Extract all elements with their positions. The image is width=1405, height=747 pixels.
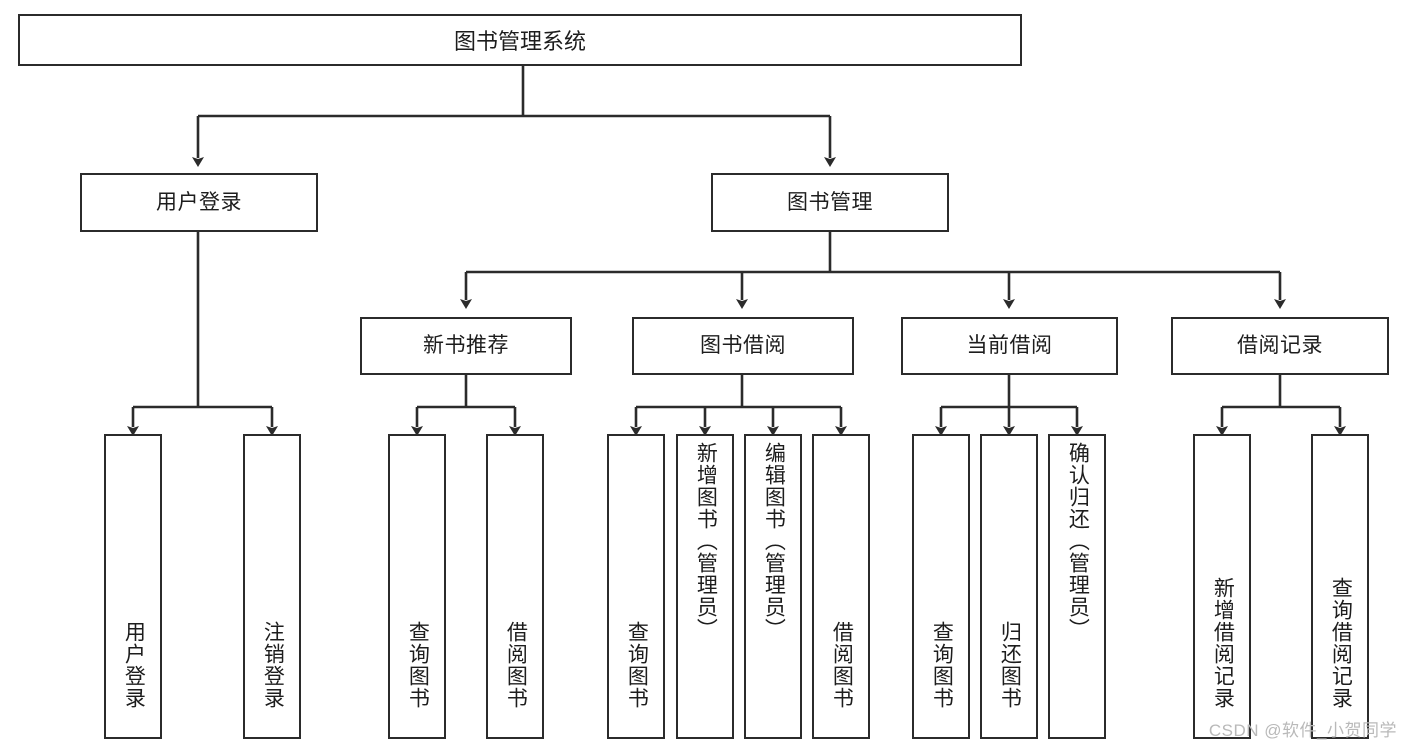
leaf-book-borrow-query[interactable]: 查询图书 <box>607 434 665 739</box>
node-new-book-recommend[interactable]: 新书推荐 <box>360 317 572 375</box>
leaf-label: 查询借阅记录 <box>1329 577 1353 709</box>
leaf-user-login-logout[interactable]: 注销登录 <box>243 434 301 739</box>
node-root-system[interactable]: 图书管理系统 <box>18 14 1022 66</box>
node-current-borrow[interactable]: 当前借阅 <box>901 317 1118 375</box>
watermark: CSDN @软件_小贺同学 <box>1208 721 1397 740</box>
leaf-label: 注销登录 <box>261 621 285 709</box>
leaf-label: 查询图书 <box>406 621 430 709</box>
leaf-label: 借阅图书 <box>504 621 528 709</box>
node-borrow-record[interactable]: 借阅记录 <box>1171 317 1389 375</box>
leaf-label: 用户登录 <box>122 621 146 709</box>
leaf-current-borrow-confirm[interactable]: 确认归还（管理员） <box>1048 434 1106 739</box>
leaf-borrow-record-add[interactable]: 新增借阅记录 <box>1193 434 1251 739</box>
leaf-label: 编辑图书（管理员） <box>762 442 786 640</box>
leaf-label: 查询图书 <box>625 621 649 709</box>
leaf-user-login-login[interactable]: 用户登录 <box>104 434 162 739</box>
leaf-current-borrow-return[interactable]: 归还图书 <box>980 434 1038 739</box>
leaf-book-borrow-edit[interactable]: 编辑图书（管理员） <box>744 434 802 739</box>
node-book-borrow[interactable]: 图书借阅 <box>632 317 854 375</box>
leaf-borrow-record-query[interactable]: 查询借阅记录 <box>1311 434 1369 739</box>
leaf-label: 新增图书（管理员） <box>694 442 718 640</box>
leaf-label: 新增借阅记录 <box>1211 577 1235 709</box>
leaf-label: 查询图书 <box>930 621 954 709</box>
leaf-label: 借阅图书 <box>830 621 854 709</box>
leaf-label: 确认归还（管理员） <box>1066 442 1090 640</box>
leaf-new-book-borrow[interactable]: 借阅图书 <box>486 434 544 739</box>
node-book-management[interactable]: 图书管理 <box>711 173 949 232</box>
leaf-current-borrow-query[interactable]: 查询图书 <box>912 434 970 739</box>
leaf-new-book-query[interactable]: 查询图书 <box>388 434 446 739</box>
node-user-login[interactable]: 用户登录 <box>80 173 318 232</box>
leaf-book-borrow-add[interactable]: 新增图书（管理员） <box>676 434 734 739</box>
leaf-book-borrow-borrow[interactable]: 借阅图书 <box>812 434 870 739</box>
leaf-label: 归还图书 <box>998 621 1022 709</box>
